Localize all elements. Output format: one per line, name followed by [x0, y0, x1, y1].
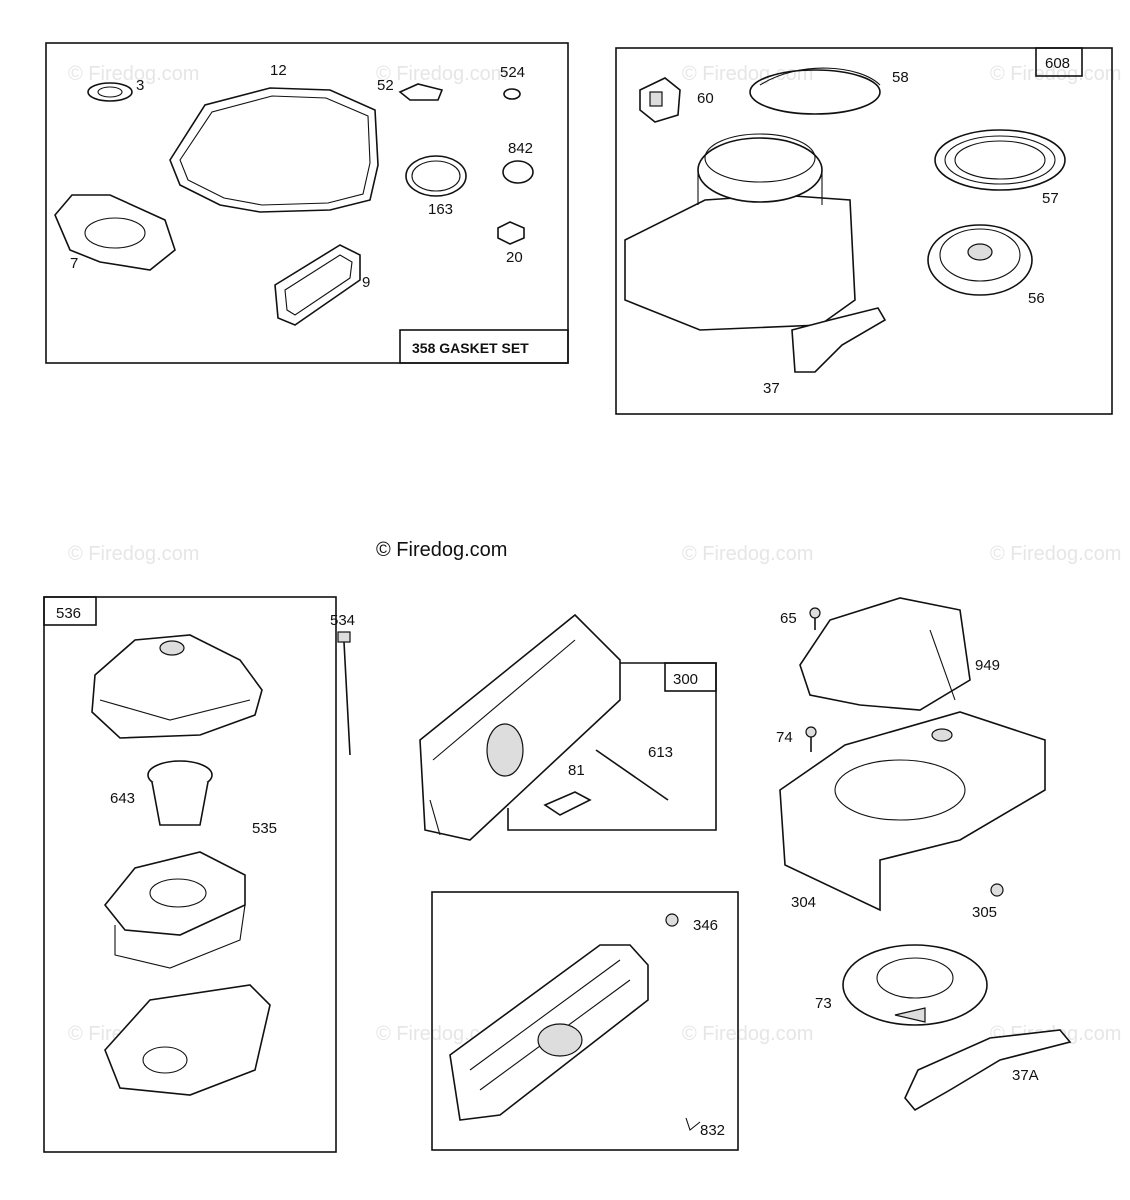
- part-label-643: 643: [110, 790, 135, 807]
- part-label-73: 73: [815, 995, 832, 1012]
- guard-panel-frame: [431, 891, 739, 1151]
- recoil-spring: [934, 129, 1066, 191]
- muffler-panel: 300 81 613: [419, 613, 717, 841]
- o-ring: [502, 160, 534, 184]
- part-label-304: 304: [791, 894, 816, 911]
- watermark: © Firedog.com: [68, 543, 199, 565]
- box-label-300-frame: [664, 662, 717, 692]
- part-label-7: 7: [70, 255, 78, 272]
- part-label-9: 9: [362, 274, 370, 291]
- watermark: © Firedog.com: [990, 543, 1121, 565]
- cylinder-head-gasket: [54, 194, 176, 271]
- watermark: © Firedog.com: [682, 543, 813, 565]
- deflector: [791, 307, 887, 373]
- watermark: © Firedog.com: [682, 63, 813, 85]
- part-label-58: 58: [892, 69, 909, 86]
- screw-65: [809, 607, 821, 619]
- air-filter: [103, 851, 246, 936]
- blower-housing: [624, 194, 856, 331]
- part-label-20: 20: [506, 249, 523, 266]
- hex-nut: [497, 221, 525, 245]
- part-label-613: 613: [648, 744, 673, 761]
- muffler-bolt: [595, 749, 669, 801]
- muffler-guard-panel: 346 832: [431, 891, 739, 1151]
- small-washer: [503, 88, 521, 100]
- starter-rope: [749, 69, 881, 115]
- part-label-524: 524: [500, 64, 525, 81]
- part-label-74: 74: [776, 729, 793, 746]
- gasket-set-title-box: [399, 329, 569, 364]
- muffler: [419, 613, 621, 841]
- part-label-346: 346: [693, 917, 718, 934]
- screw-74: [805, 726, 817, 738]
- box-label-536-frame: [43, 596, 97, 626]
- lock-plate: [543, 791, 592, 816]
- watermark: © Firedog.com: [376, 63, 507, 85]
- air-cleaner-base: [104, 984, 271, 1096]
- blower-panel-frame: [615, 47, 1113, 415]
- screw: [337, 631, 351, 643]
- box-label-300: 300: [673, 671, 698, 688]
- blower-housing-panel: 608 60 58 57 56 37: [615, 47, 1113, 415]
- part-label-832: 832: [700, 1122, 725, 1139]
- part-label-305: 305: [972, 904, 997, 921]
- part-label-52: 52: [377, 77, 394, 94]
- clip: [685, 1117, 701, 1131]
- rectangular-gasket: [274, 244, 361, 326]
- seal-ring: [405, 155, 467, 197]
- air-cleaner-cover: [91, 634, 263, 739]
- box-label-536: 536: [56, 605, 81, 622]
- watermark: © Firedog.com: [990, 63, 1121, 85]
- part-label-534: 534: [330, 612, 355, 629]
- small-gasket: [398, 83, 444, 101]
- watermark: © Firedog.com: [682, 1023, 813, 1045]
- crankcase-gasket: [169, 87, 379, 213]
- gasket-panel-frame: [45, 42, 569, 364]
- part-label-60: 60: [697, 90, 714, 107]
- cylinder-shroud: [779, 711, 1046, 912]
- box-label-608-frame: [1035, 47, 1083, 77]
- rotating-screen: [842, 944, 988, 1026]
- watermark: © Firedog.com: [68, 63, 199, 85]
- part-label-37A: 37A: [1012, 1067, 1039, 1084]
- gasket-set-panel: 358 GASKET SET 3 12 52 524 842 163 20 7: [45, 42, 569, 364]
- part-label-949: 949: [975, 657, 1000, 674]
- part-label-842: 842: [508, 140, 533, 157]
- shroud-group: 65 949 74 304 305 73 37A: [776, 597, 1072, 1112]
- screw-305: [990, 883, 1004, 897]
- part-label-163: 163: [428, 201, 453, 218]
- gasket-set-title: 358 GASKET SET: [412, 340, 529, 356]
- deflector-37a: [904, 1029, 1072, 1112]
- part-label-81: 81: [568, 762, 585, 779]
- part-label-12: 12: [270, 62, 287, 79]
- part-label-37: 37: [763, 380, 780, 397]
- part-label-3: 3: [136, 77, 144, 94]
- main-watermark: © Firedog.com: [376, 539, 507, 561]
- box-label-608: 608: [1045, 55, 1070, 72]
- part-label-57: 57: [1042, 190, 1059, 207]
- part-label-56: 56: [1028, 290, 1045, 307]
- part-label-65: 65: [780, 610, 797, 627]
- aircleaner-panel-frame: [43, 596, 337, 1153]
- engine-cover: [799, 597, 971, 711]
- part-label-535: 535: [252, 820, 277, 837]
- guard-screw: [665, 913, 679, 927]
- air-cleaner-panel: 536 534 643 535: [43, 596, 355, 1153]
- oil-seal: [87, 82, 133, 102]
